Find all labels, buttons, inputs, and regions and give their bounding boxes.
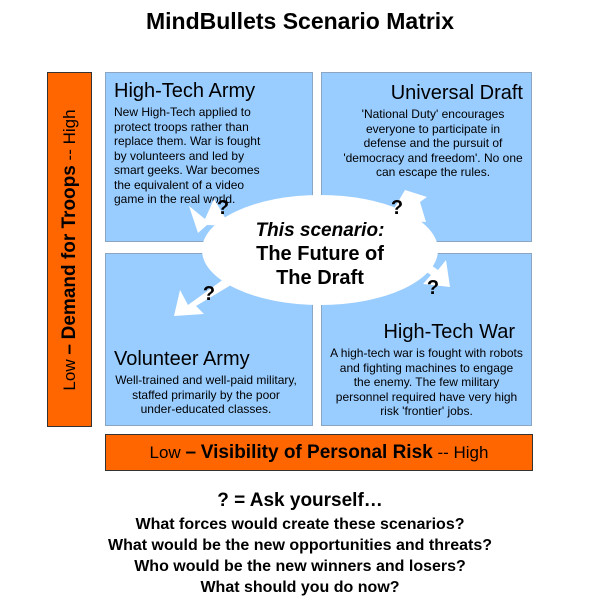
quadrant-description: New High-Tech applied to protect troops … <box>114 105 261 206</box>
quadrant-title: High-Tech War <box>383 321 515 343</box>
x-axis-dash: – <box>185 442 197 463</box>
center-line-1: This scenario: <box>255 220 385 241</box>
center-line-3: The Draft <box>276 267 364 289</box>
quadrant-universal-draft: Universal Draft 'National Duty' encourag… <box>321 72 532 242</box>
y-axis-dash: – <box>58 343 80 355</box>
y-axis-bar: Low – Demand for Troops -- High <box>47 72 92 427</box>
y-axis-low: Low <box>59 358 79 391</box>
x-axis-high: High <box>453 443 489 462</box>
quadrant-title: Volunteer Army <box>114 348 250 370</box>
quadrant-description: 'National Duty' encourages everyone to p… <box>343 107 523 179</box>
page-title: MindBullets Scenario Matrix <box>145 8 454 34</box>
x-axis-bar: Low – Visibility of Personal Risk -- Hig… <box>105 434 533 471</box>
question-item: What should you do now? <box>200 579 400 596</box>
questions-block: ? = Ask yourself… What forces would crea… <box>0 488 600 598</box>
y-axis-name: Demand for Troops <box>58 164 80 339</box>
question-mark-bottom-left: ? <box>202 283 216 305</box>
y-axis-high-sep: -- <box>59 148 79 160</box>
center-line-2: The Future of <box>256 243 384 265</box>
quadrant-description: A high-tech war is fought with robots an… <box>330 346 523 418</box>
x-axis-low: Low <box>149 443 181 462</box>
question-mark-bottom-right: ? <box>426 277 440 299</box>
question-item: Who would be the new winners and losers? <box>134 558 466 575</box>
x-axis-name: Visibility of Personal Risk <box>200 442 433 463</box>
question-item: What would be the new opportunities and … <box>108 537 492 554</box>
y-axis-label: Low – Demand for Troops -- High <box>59 80 81 420</box>
questions-heading: ? = Ask yourself… <box>217 490 383 511</box>
question-mark-top-right: ? <box>390 197 404 219</box>
quadrant-title: Universal Draft <box>390 82 523 104</box>
x-axis-high-sep: -- <box>437 443 449 462</box>
quadrant-title: High-Tech Army <box>114 80 256 102</box>
quadrant-description: Well-trained and well-paid military, sta… <box>115 373 297 416</box>
center-scenario-label: This scenario: The Future of The Draft <box>200 208 440 290</box>
question-item: What forces would create these scenarios… <box>135 516 465 533</box>
y-axis-high: High <box>59 108 79 144</box>
question-mark-top-left: ? <box>216 197 230 219</box>
